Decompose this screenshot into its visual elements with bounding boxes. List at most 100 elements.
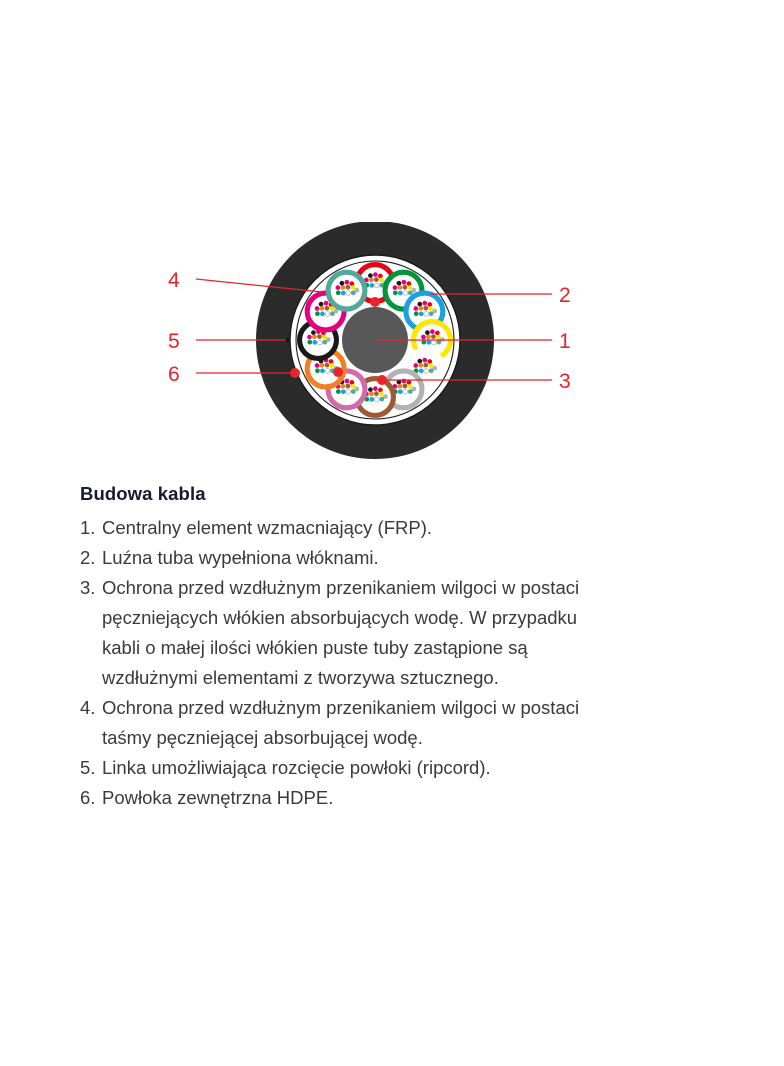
list-item: 2.Luźna tuba wypełniona włóknami. xyxy=(80,543,720,573)
optical-fiber xyxy=(397,290,403,296)
list-item-text: Centralny element wzmacniający (FRP). xyxy=(102,516,433,538)
optical-fiber xyxy=(406,380,412,385)
list-item-text: Ochrona przed wzdłużnym przenikaniem wil… xyxy=(102,576,580,688)
loose-tube-wall xyxy=(403,347,446,390)
hdpe-sheath-marker-dot xyxy=(290,368,300,378)
optical-fiber xyxy=(311,330,316,335)
optical-fiber xyxy=(418,362,424,368)
optical-fiber xyxy=(312,340,318,345)
list-item-number: 3. xyxy=(80,576,96,598)
optical-fiber xyxy=(369,397,375,402)
optical-fiber xyxy=(422,357,428,363)
optical-fiber xyxy=(330,311,335,317)
list-item-number: 5. xyxy=(80,756,96,778)
optical-fiber xyxy=(317,339,323,346)
loose-tube-lumen xyxy=(330,274,363,307)
optical-fiber xyxy=(324,362,330,368)
optical-fiber xyxy=(335,389,341,394)
optical-fiber xyxy=(373,272,378,277)
optical-fiber xyxy=(324,305,330,311)
optical-fiber xyxy=(407,290,413,296)
optical-fiber xyxy=(432,365,438,371)
optical-fiber xyxy=(339,280,345,286)
optical-fiber xyxy=(406,281,412,286)
optical-fiber xyxy=(322,334,327,340)
optical-fiber xyxy=(378,387,383,393)
callout-label-6: 6 xyxy=(168,363,180,386)
optical-fiber xyxy=(432,308,438,314)
optical-fiber xyxy=(333,308,339,314)
optical-fiber xyxy=(312,334,317,340)
optical-fiber xyxy=(423,305,429,311)
optical-fiber xyxy=(349,281,355,286)
optical-fiber xyxy=(430,329,435,334)
optical-fiber xyxy=(435,330,440,336)
optical-fiber xyxy=(428,311,434,317)
loose-tube-wall xyxy=(325,368,368,411)
optical-fiber xyxy=(423,362,429,368)
optical-fiber xyxy=(426,340,432,345)
optical-fiber xyxy=(324,311,331,317)
optical-fiber xyxy=(428,306,434,311)
optical-fiber xyxy=(368,273,373,278)
optical-fiber xyxy=(307,334,312,340)
optical-fiber xyxy=(421,334,426,340)
optical-fiber xyxy=(431,339,437,346)
optical-fiber xyxy=(314,306,320,311)
list-item-text: Linka umożliwiająca rozcięcie powłoki (r… xyxy=(102,756,491,778)
optical-fiber xyxy=(401,279,407,285)
water-blocking-yarn xyxy=(370,297,380,307)
optical-fiber xyxy=(436,339,442,345)
cable-construction-text: Budowa kabla 1.Centralny element wzmacni… xyxy=(80,482,720,813)
optical-fiber xyxy=(436,334,441,340)
optical-fiber xyxy=(317,334,322,339)
construction-list: 1.Centralny element wzmacniający (FRP).2… xyxy=(80,513,720,813)
optical-fiber xyxy=(354,386,360,392)
optical-fiber xyxy=(392,290,398,296)
cable-cross-section-diagram: 4 5 6 2 1 3 xyxy=(0,222,784,462)
optical-fiber xyxy=(427,359,433,364)
optical-fiber xyxy=(426,334,431,340)
water-blocking-yarn xyxy=(333,367,343,377)
optical-fiber xyxy=(315,311,320,317)
optical-fiber xyxy=(319,362,325,368)
optical-fiber xyxy=(374,277,379,282)
optical-fiber xyxy=(396,280,402,286)
optical-fiber xyxy=(428,363,434,368)
callout-label-5: 5 xyxy=(168,330,180,353)
optical-fiber xyxy=(368,387,373,392)
optical-fiber xyxy=(402,290,408,296)
optical-fiber xyxy=(326,337,331,342)
callout-line-4 xyxy=(195,278,323,293)
callout-label-2: 2 xyxy=(559,284,571,307)
optical-fiber xyxy=(344,378,350,384)
optical-fiber xyxy=(379,277,384,283)
optical-fiber xyxy=(345,389,351,395)
optical-fiber xyxy=(314,363,320,368)
optical-fiber xyxy=(369,391,374,397)
optical-fiber xyxy=(402,383,408,389)
optical-fiber xyxy=(369,283,375,288)
optical-fiber xyxy=(374,282,380,289)
optical-fiber xyxy=(407,389,413,394)
optical-fiber xyxy=(369,277,374,283)
optical-fiber xyxy=(425,330,430,335)
optical-fiber xyxy=(392,285,398,290)
optical-fiber xyxy=(431,334,436,339)
optical-fiber xyxy=(329,363,335,368)
optical-fiber xyxy=(402,284,408,290)
optical-fiber xyxy=(322,339,328,345)
optical-fiber xyxy=(350,389,356,394)
optical-fiber xyxy=(418,368,424,374)
list-item: 3. Ochrona przed wzdłużnym przenikaniem w… xyxy=(80,573,720,693)
optical-fiber xyxy=(350,384,356,389)
loose-tubes-group xyxy=(297,261,454,419)
optical-fiber xyxy=(345,284,351,290)
optical-fiber xyxy=(379,391,384,397)
optical-fiber xyxy=(418,305,424,311)
optical-fiber xyxy=(324,368,331,374)
list-item-text: Ochrona przed wzdłużnym przenikaniem wil… xyxy=(102,696,580,748)
water-blocking-yarn-group xyxy=(333,297,387,385)
list-item-number: 2. xyxy=(80,546,96,568)
